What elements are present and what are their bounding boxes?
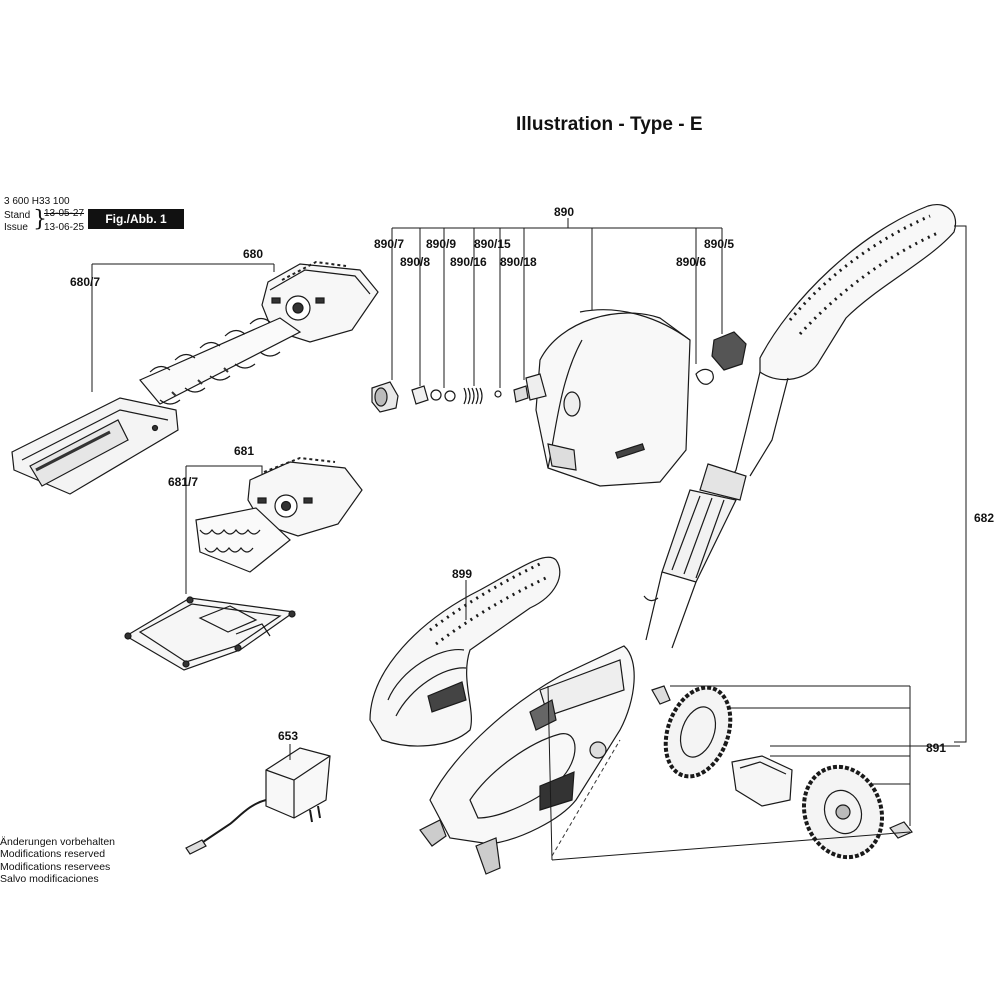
issue-date: 13-06-25 xyxy=(44,222,85,233)
figure-badge: Fig./Abb. 1 xyxy=(88,209,184,229)
diagram-title: Illustration - Type - E xyxy=(516,114,703,135)
part-labels: 680 680/7 681 681/7 653 890 890/7 890/8 … xyxy=(70,205,994,755)
base-frame-drawing xyxy=(419,645,635,875)
dashed-guides xyxy=(551,739,621,857)
grass-blade-drawing xyxy=(195,456,363,573)
label-890-15: 890/15 xyxy=(474,237,511,251)
label-653: 653 xyxy=(278,729,298,743)
small-parts-drawing xyxy=(371,331,747,413)
note-line: Modifications reserved xyxy=(0,848,106,861)
shear-handle-drawing xyxy=(369,556,561,747)
label-681-7: 681/7 xyxy=(168,475,198,489)
label-681: 681 xyxy=(234,444,254,458)
leader-lines xyxy=(91,218,967,861)
stand-date: 13-05-27 xyxy=(44,208,85,219)
note-line: Modifications reservees xyxy=(0,860,111,873)
guard-plate-drawing xyxy=(124,596,296,671)
label-890-7: 890/7 xyxy=(374,237,404,251)
shrub-blade-drawing xyxy=(139,260,379,405)
label-680-7: 680/7 xyxy=(70,275,100,289)
stand-label: Stand xyxy=(4,210,31,221)
blade-guard-drawing xyxy=(11,397,179,495)
note-line: Salvo modificaciones xyxy=(0,873,99,886)
label-682: 682 xyxy=(974,511,994,525)
wheel-assembly-drawing xyxy=(651,685,913,860)
brace-symbol: } xyxy=(33,207,47,232)
label-891: 891 xyxy=(926,741,946,755)
label-890: 890 xyxy=(554,205,574,219)
label-890-8: 890/8 xyxy=(400,255,430,269)
charger-drawing xyxy=(185,747,331,855)
label-680: 680 xyxy=(243,247,263,261)
label-890-18: 890/18 xyxy=(500,255,537,269)
label-890-6: 890/6 xyxy=(676,255,706,269)
label-890-16: 890/16 xyxy=(450,255,487,269)
note-line: Änderungen vorbehalten xyxy=(0,836,116,848)
issue-label: Issue xyxy=(4,222,28,233)
modifications-note: Änderungen vorbehalten Modifications res… xyxy=(0,836,115,886)
label-890-9: 890/9 xyxy=(426,237,456,251)
part-number: 3 600 H33 100 xyxy=(4,196,70,207)
long-handle-drawing xyxy=(643,204,957,649)
label-899: 899 xyxy=(452,567,472,581)
motor-module-drawing xyxy=(513,309,691,487)
label-890-5: 890/5 xyxy=(704,237,734,251)
